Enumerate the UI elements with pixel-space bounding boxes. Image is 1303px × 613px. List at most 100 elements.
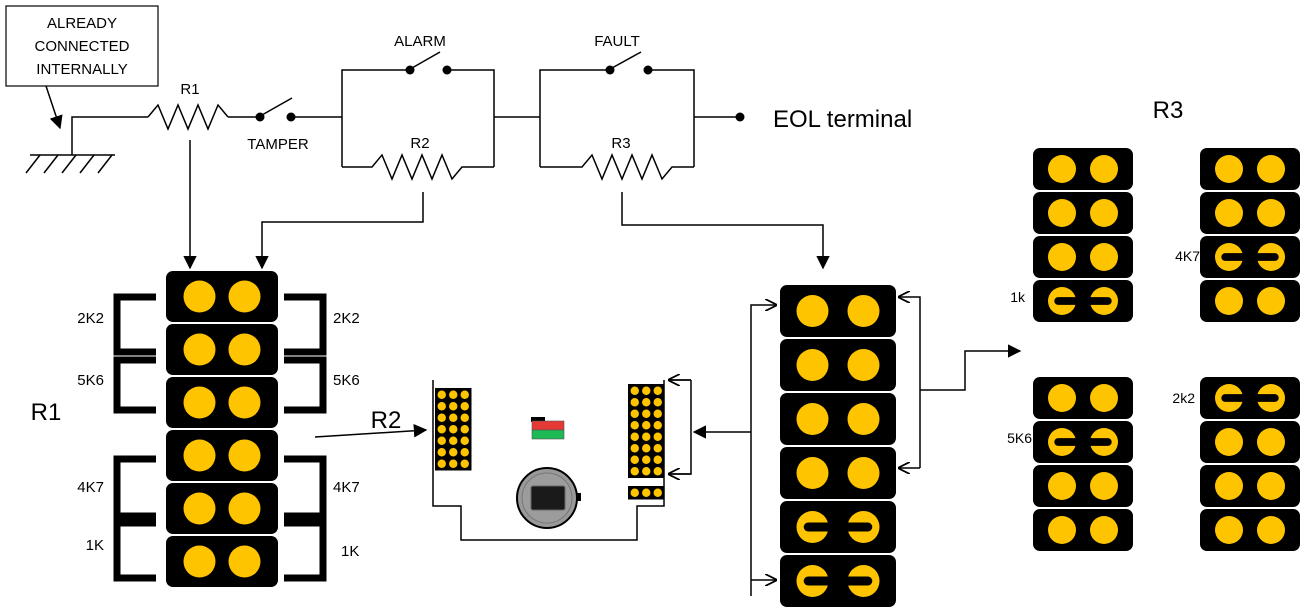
r3-opt-jumper	[1054, 297, 1112, 305]
pcb-right-pin	[653, 386, 662, 395]
r3-opt-pin	[1048, 243, 1076, 271]
pcb-left-pin	[449, 390, 458, 399]
r3-option-4k7	[1200, 148, 1300, 322]
pcb-right-pin	[653, 398, 662, 407]
wire-ground-r1	[71, 116, 148, 155]
r3-opt-jumper	[1221, 394, 1279, 402]
pcb-right-pin	[630, 398, 639, 407]
r3-opt-pin	[1257, 155, 1285, 183]
pcb-left-pin	[449, 402, 458, 411]
pcb-led	[531, 417, 565, 440]
note-line-3: INTERNALLY	[36, 61, 127, 78]
r3-opt-pin	[1090, 243, 1118, 271]
r3-opt-pin	[1048, 199, 1076, 227]
r1-left-label-4: 1K	[86, 537, 104, 554]
r3-opt-jumper	[1054, 438, 1112, 446]
r1-header-pin	[228, 386, 261, 419]
r1-header-pin	[228, 545, 261, 578]
pcb-left-pin	[437, 402, 446, 411]
pcb-left-pin	[437, 436, 446, 445]
pcb-left-pin	[449, 459, 458, 468]
r3-main-header	[780, 285, 896, 607]
pcb-left-pin	[460, 425, 469, 434]
pcb-left-pin	[437, 459, 446, 468]
r1-left-label-3: 4K7	[77, 479, 104, 496]
r1-resistor	[147, 103, 229, 131]
r1-header-pin	[228, 492, 261, 525]
alarm-label: ALARM	[394, 33, 446, 50]
r1-header-pin	[228, 439, 261, 472]
r1-header-pin	[183, 333, 216, 366]
pcb-left-pin	[460, 390, 469, 399]
r3-option-5k6	[1033, 377, 1133, 551]
r3-opt-pin	[1215, 472, 1243, 500]
pcb-right-pin	[630, 386, 639, 395]
r3-option-5k6-label: 5K6	[1007, 430, 1032, 446]
alarm-switch	[405, 51, 452, 75]
pcb-right-arrows	[668, 380, 692, 474]
r1-right-label-3: 4K7	[333, 479, 360, 496]
r1-header-pin	[183, 492, 216, 525]
note-box: ALREADY CONNECTED INTERNALLY	[5, 5, 159, 87]
r1-header-cell	[166, 430, 278, 481]
pcb-small-pin	[642, 488, 651, 497]
r3-options-title: R3	[1153, 97, 1184, 124]
pcb-left-pin	[449, 425, 458, 434]
pcb-right-pin	[653, 432, 662, 441]
r3-opt-pin	[1257, 472, 1285, 500]
ground-symbol	[25, 154, 115, 174]
pcb-small-header	[628, 486, 665, 500]
pcb-left-pin	[449, 413, 458, 422]
r1-block-title: R1	[31, 399, 62, 426]
r3-opt-pin	[1215, 287, 1243, 315]
r1-left-label-2: 5K6	[77, 372, 104, 389]
pcb-left-pin	[460, 436, 469, 445]
pcb-right-pin	[642, 421, 651, 430]
pcb-left-pin	[437, 425, 446, 434]
r1-header-cell	[166, 536, 278, 587]
tamper-switch	[255, 97, 296, 122]
pcb-right-pin	[642, 398, 651, 407]
r1-header-pin	[183, 545, 216, 578]
arrow-r3-block	[621, 192, 830, 270]
r1-brackets-right	[284, 293, 327, 582]
pcb-left-pin	[460, 459, 469, 468]
r3-opt-pin	[1048, 384, 1076, 412]
r1-header-cell	[166, 377, 278, 428]
pcb-right-pin	[653, 421, 662, 430]
note-line-2: CONNECTED	[34, 38, 129, 55]
pcb-right-pin	[642, 386, 651, 395]
r3-opt-pin	[1090, 384, 1118, 412]
r3-opt-pin	[1257, 516, 1285, 544]
r1-header-pin	[183, 386, 216, 419]
r1-brackets-left	[113, 293, 156, 582]
eol-terminal-dot	[735, 112, 745, 122]
r1-header-pin	[183, 280, 216, 313]
pcb-small-pin	[653, 488, 662, 497]
pcb-right-pin	[642, 444, 651, 453]
pcb-right-pin	[642, 467, 651, 476]
r1-left-label-1: 2K2	[77, 310, 104, 327]
r3-main-pin	[796, 403, 829, 435]
r3-opt-pin	[1048, 516, 1076, 544]
pcb-left-pin	[460, 413, 469, 422]
pcb-right-header	[628, 384, 665, 478]
pcb-right-pin	[642, 409, 651, 418]
r1-header-cell	[166, 483, 278, 534]
r3-opt-pin	[1048, 155, 1076, 183]
r3-opt-pin	[1257, 199, 1285, 227]
r3-opt-pin	[1090, 516, 1118, 544]
pcb-left-header	[435, 388, 472, 471]
pcb-right-pin	[630, 432, 639, 441]
r3-main-pin	[847, 349, 880, 381]
r1-label: R1	[180, 81, 199, 98]
alarm-loop-left	[341, 69, 410, 167]
note-arrow	[45, 85, 63, 130]
pcb-small-pin	[630, 488, 639, 497]
pcb-right-pin	[653, 455, 662, 464]
pcb-right-pin	[630, 421, 639, 430]
r2-label: R2	[410, 135, 429, 152]
r3-option-1k	[1033, 148, 1133, 322]
r1-header-cell	[166, 324, 278, 375]
pcb-right-pin	[642, 432, 651, 441]
